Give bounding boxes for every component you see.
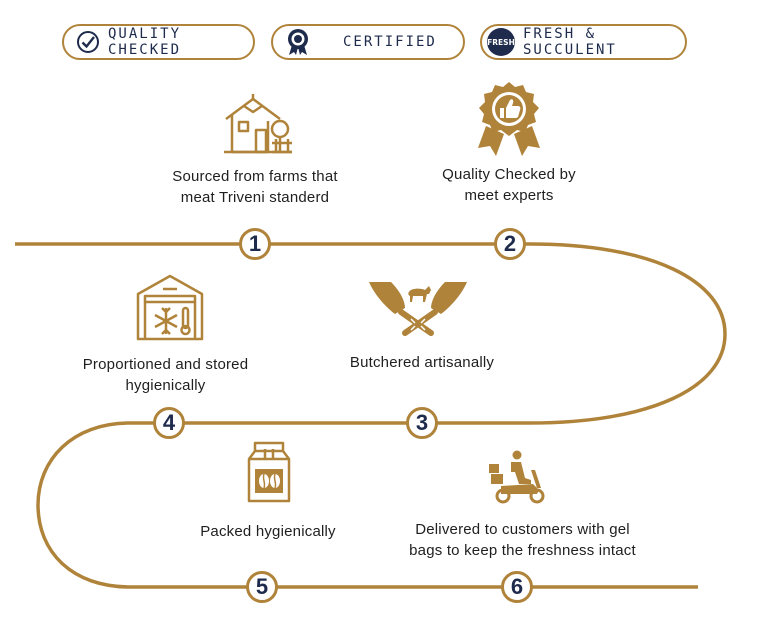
step-label-1: Sourced from farms that meat Triveni sta… (150, 166, 360, 208)
step-label-line: bags to keep the freshness intact (409, 542, 636, 559)
step-label-4: Proportioned and stored hygienically (58, 354, 273, 396)
rosette-icon (288, 29, 308, 55)
step-label-line: Proportioned and stored (82, 356, 249, 373)
step-label-line: Butchered artisanally (349, 354, 495, 371)
step-label-3: Butchered artisanally (322, 352, 522, 373)
badge-certified: CERTIFIED (271, 24, 465, 60)
badge-label: FRESH & SUCCULENT (523, 26, 617, 58)
check-circle-icon (77, 31, 99, 53)
step-label-2: Quality Checked by meet experts (409, 164, 609, 206)
thumbs-up-rosette-icon (478, 82, 540, 156)
step-label-line: meet experts (464, 187, 554, 204)
fresh-stamp-icon: FRESH (487, 28, 515, 56)
step-label-line: hygienically (125, 377, 206, 394)
badge-label: CERTIFIED (343, 34, 437, 50)
step-number-2: 2 (494, 228, 526, 260)
step-number-1: 1 (239, 228, 271, 260)
stamp-text: FRESH (487, 38, 515, 47)
step-label-line: Quality Checked by (442, 166, 576, 183)
cold-storage-icon (136, 274, 204, 341)
step-label-line: Delivered to customers with gel (415, 521, 630, 538)
step-number-5: 5 (246, 571, 278, 603)
step-label-line: Sourced from farms that (172, 168, 338, 185)
step-number-3: 3 (406, 407, 438, 439)
step-label-line: Packed hygienically (200, 523, 336, 540)
badge-quality-checked: QUALITY CHECKED (62, 24, 255, 60)
crossed-cleavers-goat-icon (369, 282, 467, 336)
farmhouse-icon (224, 94, 292, 154)
coffee-bag-icon (247, 441, 291, 503)
badge-label: QUALITY CHECKED (108, 26, 182, 58)
step-number-4: 4 (153, 407, 185, 439)
step-number-6: 6 (501, 571, 533, 603)
step-label-line: meat Triveni standerd (180, 189, 330, 206)
badge-fresh-succulent: FRESH FRESH & SUCCULENT (480, 24, 687, 60)
step-label-6: Delivered to customers with gel bags to … (385, 519, 660, 561)
delivery-scooter-icon (489, 450, 545, 504)
step-label-5: Packed hygienically (168, 521, 368, 542)
